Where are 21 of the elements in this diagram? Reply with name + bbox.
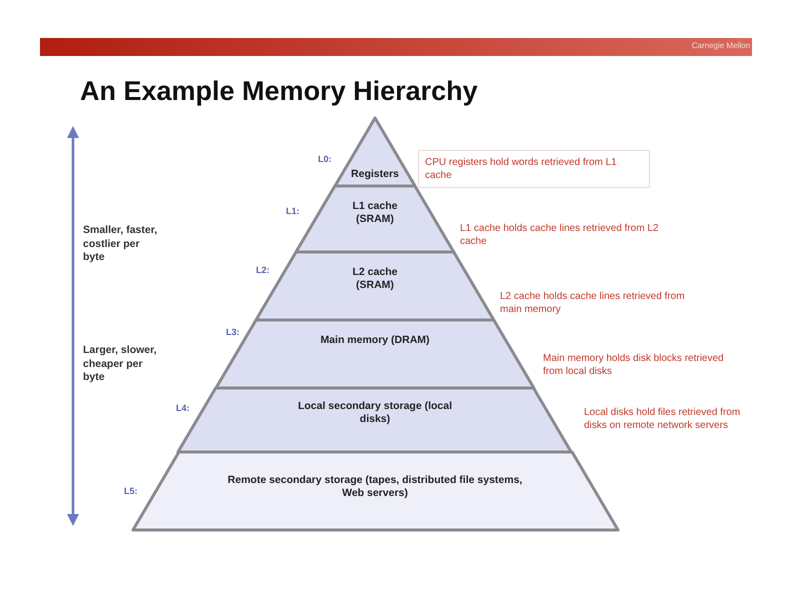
level-label: L2 cache (SRAM): [352, 266, 398, 292]
level-number: L0:: [318, 154, 332, 164]
level-label: Local secondary storage (local disks): [296, 400, 454, 426]
note-text: L2 cache holds cache lines retrieved from main memory: [500, 290, 686, 316]
level-label: Remote secondary storage (tapes, distributed file systems, Web servers): [226, 474, 524, 500]
level-label: L1 cache (SRAM): [352, 200, 398, 226]
slide-title: An Example Memory Hierarchy: [80, 76, 478, 107]
note-text: Local disks hold files retrieved from disks on remote network servers: [584, 406, 742, 432]
side-note: Smaller, faster, costlier per byte: [83, 224, 158, 265]
note-text: L1 cache holds cache lines retrieved from L2 cache: [460, 222, 660, 248]
level-number: L5:: [124, 486, 138, 496]
level-label: Main memory (DRAM): [320, 334, 430, 348]
side-note: Larger, slower, cheaper per byte: [83, 344, 158, 385]
level-number: L4:: [176, 403, 190, 413]
note-text: Main memory holds disk blocks retrieved from local disks: [543, 352, 725, 378]
note-box: CPU registers hold words retrieved from L1 cache: [418, 150, 650, 188]
level-number: L2:: [256, 265, 270, 275]
level-number: L1:: [286, 206, 300, 216]
level-number: L3:: [226, 327, 240, 337]
header-text: Carnegie Mellon: [690, 41, 750, 50]
level-label: Registers: [350, 168, 400, 182]
